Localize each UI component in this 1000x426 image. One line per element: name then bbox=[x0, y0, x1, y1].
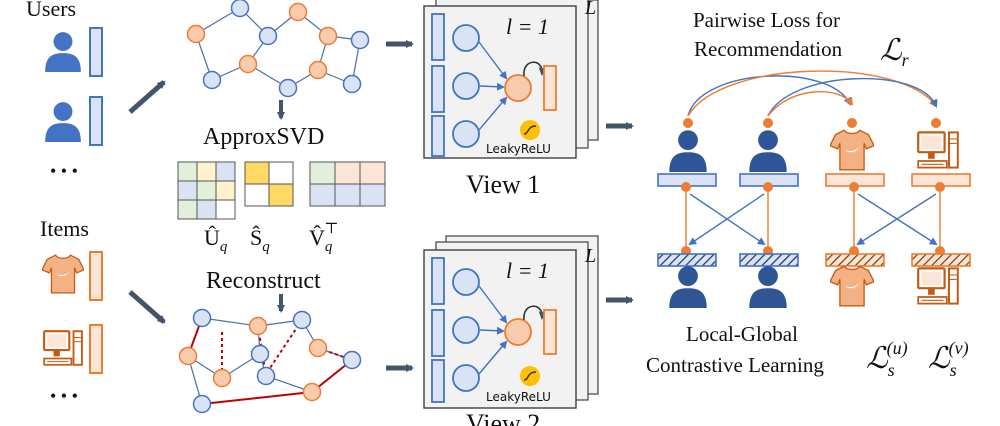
bottom-row-icons bbox=[669, 265, 959, 308]
view2-activation-label: LeakyReLU bbox=[486, 390, 551, 404]
svg-text:Pairwise Loss for: Pairwise Loss for bbox=[693, 8, 840, 32]
user-node bbox=[250, 344, 270, 364]
user-icon bbox=[45, 32, 81, 72]
approx-svd-label: ApproxSVD bbox=[203, 124, 324, 150]
items-ellipsis: • • • bbox=[50, 386, 78, 406]
user-icon bbox=[749, 266, 787, 308]
item-embedding-bar bbox=[89, 324, 103, 374]
u-hat-label: Ûq bbox=[204, 225, 228, 255]
user-node bbox=[258, 26, 278, 46]
user-embedding-bar bbox=[89, 27, 103, 77]
bottom-graph bbox=[187, 317, 353, 405]
svg-text:Contrastive Learning: Contrastive Learning bbox=[646, 353, 824, 377]
items-to-graph-arrow bbox=[128, 290, 166, 324]
item-node bbox=[308, 338, 328, 358]
loss-s-u-symbol: ℒs(u) bbox=[866, 338, 908, 380]
user-node bbox=[202, 70, 222, 90]
view1-cap-l: L bbox=[584, 0, 596, 19]
contrastive-loss-title: Local-Global Contrastive Learning ℒs(u) … bbox=[646, 322, 969, 380]
item-node bbox=[186, 24, 206, 44]
top-graph-nodes bbox=[186, 0, 370, 98]
s-matrix bbox=[244, 161, 294, 207]
users-label: Users bbox=[26, 0, 76, 21]
user-node bbox=[256, 366, 276, 386]
view2-cap-l: L bbox=[584, 245, 596, 267]
view1-activation-label: LeakyReLU bbox=[486, 142, 551, 156]
user-icon bbox=[749, 130, 787, 172]
item-node bbox=[288, 2, 308, 22]
u-matrix bbox=[177, 161, 236, 220]
computer-icon bbox=[43, 330, 83, 366]
top-row-icons bbox=[669, 118, 959, 172]
top-graph bbox=[195, 7, 361, 89]
computer-icon bbox=[917, 131, 959, 169]
user-icon bbox=[45, 102, 81, 142]
user-embedding-bar bbox=[89, 96, 103, 146]
user-node bbox=[192, 308, 212, 328]
item-node bbox=[248, 316, 268, 336]
view1-label: View 1 bbox=[466, 170, 540, 199]
users-ellipsis: • • • bbox=[50, 161, 78, 181]
view2-target-node bbox=[504, 318, 532, 346]
item-node bbox=[212, 368, 232, 388]
loss-r-symbol: ℒr bbox=[880, 34, 910, 70]
user-node bbox=[342, 350, 362, 370]
reconstruct-label: Reconstruct bbox=[206, 268, 321, 294]
loss-s-v-symbol: ℒs(v) bbox=[928, 338, 969, 380]
view2-panel: L l = 1 LeakyReLU bbox=[423, 235, 599, 409]
user-node bbox=[342, 74, 362, 94]
view2-layer-label: l = 1 bbox=[506, 258, 549, 283]
item-node bbox=[178, 346, 198, 366]
s-hat-label: Ŝq bbox=[250, 225, 270, 255]
item-node bbox=[318, 26, 338, 46]
computer-icon bbox=[917, 267, 959, 305]
user-node bbox=[230, 0, 250, 18]
pairwise-loss-title: Pairwise Loss for Recommendation ℒr bbox=[693, 8, 910, 70]
svd-factor-labels: Ûq Ŝq V̂q⊤ bbox=[204, 221, 339, 255]
tshirt-icon bbox=[42, 254, 84, 294]
v-matrix bbox=[309, 161, 386, 207]
user-icon bbox=[669, 130, 707, 172]
sigmoid-activation-icon bbox=[520, 120, 540, 140]
view2-label: View 2 bbox=[466, 409, 540, 426]
item-node bbox=[302, 382, 322, 402]
svg-text:Recommendation: Recommendation bbox=[694, 37, 843, 61]
tshirt-icon bbox=[830, 265, 874, 307]
view1-target-node bbox=[504, 74, 532, 102]
sigmoid-activation-icon bbox=[520, 366, 540, 386]
user-node bbox=[350, 30, 370, 50]
item-node bbox=[238, 54, 258, 74]
contrastive-links bbox=[685, 192, 941, 246]
user-icon bbox=[669, 266, 707, 308]
user-node bbox=[278, 78, 298, 98]
bottom-graph-nodes bbox=[178, 308, 362, 414]
user-node bbox=[192, 394, 212, 414]
users-to-graph-arrow bbox=[128, 80, 166, 114]
view1-layer-label: l = 1 bbox=[506, 14, 549, 39]
view1-embeddings bbox=[657, 173, 971, 192]
items-label: Items bbox=[40, 216, 89, 241]
svg-text:Local-Global: Local-Global bbox=[686, 322, 798, 346]
items-column: Items • • • bbox=[40, 216, 103, 406]
tshirt-icon bbox=[830, 129, 874, 171]
pairwise-arcs bbox=[687, 70, 938, 117]
users-column: Users • • • bbox=[26, 0, 103, 181]
view2-embeddings bbox=[657, 246, 971, 267]
item-node bbox=[308, 60, 328, 80]
view1-panel: L l = 1 LeakyReLU bbox=[423, 0, 599, 159]
user-node bbox=[292, 310, 312, 330]
item-embedding-bar bbox=[89, 251, 103, 301]
v-hat-label: V̂q⊤ bbox=[309, 221, 339, 255]
